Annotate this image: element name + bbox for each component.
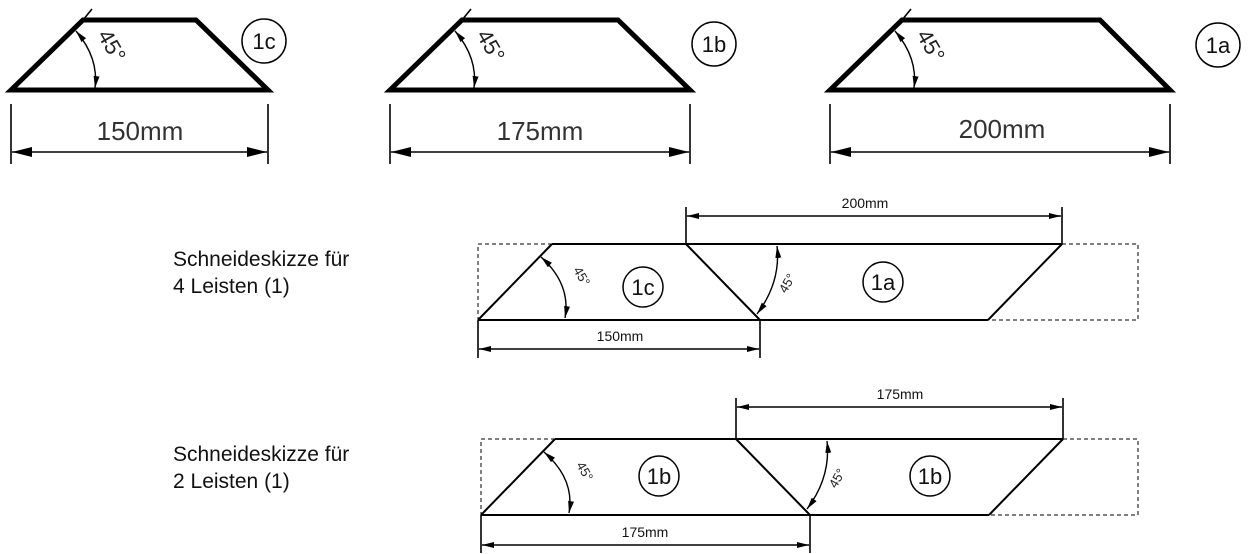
sketch2-badge-left (638, 455, 680, 497)
piece-1a: 45° 1a 200mm (823, 8, 1241, 164)
sketch1-badge-left (622, 266, 664, 308)
cutting-sketch-1: 200mm 45° 45° 1c 1a 150mm (477, 195, 1139, 358)
sketch2-bottom-dimension: 175mm (622, 524, 669, 540)
sketch1-badge-right (862, 261, 904, 303)
trapezoid-1c (4, 17, 275, 93)
sketch1-piece-left: 1c (631, 275, 654, 300)
angle-arc-1b (454, 30, 479, 89)
sketch2-piece-right: 1b (918, 464, 942, 489)
sketch1-caption: Schneideskizze für 4 Leisten (1) (173, 246, 349, 300)
sketch1-angle-right: 45° (776, 271, 799, 296)
badge-1c (241, 18, 287, 64)
sketch1-bottom-dimension: 150mm (597, 328, 644, 344)
sketch2-piece-left: 1b (647, 464, 671, 489)
angle-arc-1c (75, 30, 100, 89)
sketch2-badge-right (909, 455, 951, 497)
sketch2-caption: Schneideskizze für 2 Leisten (1) (173, 441, 349, 495)
sketch1-cut-line (685, 243, 761, 321)
sketch1-caption-line1: Schneideskizze für (173, 248, 350, 271)
trapezoid-1b (383, 17, 697, 93)
badge-label-1b: 1b (702, 32, 726, 57)
badge-1a (1195, 22, 1241, 68)
sketch1-angle-left: 45° (570, 264, 593, 289)
sketch1-top-dimension: 200mm (842, 195, 889, 211)
sketch1-caption-line2: 4 Leisten (1) (173, 275, 290, 298)
badge-label-1c: 1c (252, 29, 275, 54)
dimension-label-1c: 150mm (97, 116, 184, 146)
badge-1b (691, 21, 737, 67)
sketch2-caption-line1: Schneideskizze für (173, 443, 350, 466)
angle-label-1a: 45° (912, 25, 950, 66)
badge-label-1a: 1a (1206, 33, 1231, 58)
cutting-sketch-2: 175mm 45° 45° 1b 1b 175mm (480, 386, 1139, 553)
piece-1c: 45° 1c 150mm (4, 8, 287, 164)
piece-1b: 45° 1b 175mm (383, 8, 737, 164)
sketch2-top-dimension: 175mm (877, 386, 924, 402)
sketch2-angle-left: 45° (573, 459, 596, 484)
sketch1-piece-right: 1a (871, 270, 896, 295)
dimension-label-1b: 175mm (497, 116, 584, 146)
sketch1-angle-arc-right (756, 245, 782, 315)
angle-label-1c: 45° (93, 25, 131, 66)
sketch2-cut-line (735, 438, 811, 516)
dimension-label-1a: 200mm (959, 114, 1046, 144)
sketch1-angle-arc-left (540, 256, 571, 319)
sketch2-angle-right: 45° (826, 466, 849, 491)
angle-arc-1a (894, 30, 919, 89)
trapezoid-1a (823, 17, 1177, 93)
sketch2-caption-line2: 2 Leisten (1) (173, 470, 290, 493)
angle-label-1b: 45° (472, 25, 510, 66)
sketch2-angle-arc-right (806, 440, 832, 510)
sketch2-angle-arc-left (543, 451, 575, 514)
